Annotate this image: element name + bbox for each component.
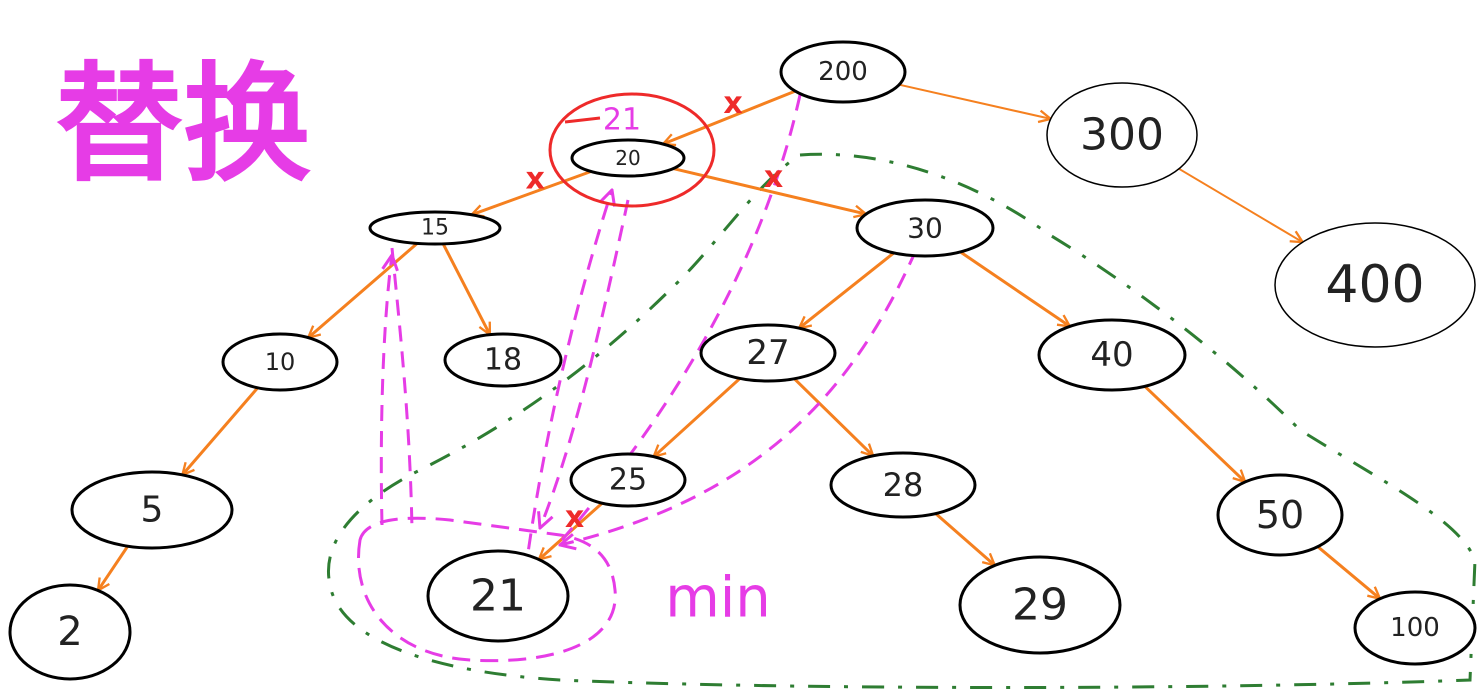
nodes-layer: 200 300 400 20 15 30 10 18 27 40 5 25 28 50 2 21 29 100 — [8, 40, 1477, 681]
search-path-to-15 — [379, 255, 392, 526]
edge-200-300 — [898, 83, 1050, 119]
node-10: 10 — [221, 332, 339, 392]
node-400: 400 — [1274, 222, 1476, 348]
edge-30-40 — [959, 250, 1070, 327]
edge-15-18 — [441, 243, 492, 335]
node-30-label: 30 — [907, 212, 943, 245]
search-path-from-30 — [560, 249, 918, 545]
node-15: 15 — [368, 210, 502, 246]
node-300: 300 — [1046, 82, 1198, 188]
node-50-shape — [1216, 473, 1344, 557]
node-30-shape — [855, 198, 995, 258]
node-10-shape — [221, 332, 339, 392]
node-50: 50 — [1216, 473, 1344, 557]
node-27-label: 27 — [746, 333, 789, 373]
node-400-label: 400 — [1325, 255, 1424, 315]
replace-path-to-20 — [523, 190, 612, 576]
node-200-shape — [779, 40, 907, 104]
edge-27-28 — [793, 377, 873, 456]
cross-mark: x — [526, 162, 545, 197]
edge-20-15 — [472, 170, 592, 215]
cross-mark: x — [764, 160, 783, 195]
edge-30-27 — [799, 251, 895, 328]
node-21-label: 21 — [470, 571, 526, 622]
edge-300-400 — [1178, 167, 1303, 242]
node-2-label: 2 — [57, 609, 82, 655]
node-2: 2 — [8, 583, 132, 681]
cross-mark: x — [565, 500, 584, 535]
min-node-loop — [357, 516, 617, 663]
node-5-shape — [70, 470, 234, 550]
node-21: 21 — [426, 549, 570, 643]
search-path-to-21 — [540, 199, 630, 528]
edge-50-100 — [1316, 545, 1380, 599]
node-28-label: 28 — [883, 466, 924, 504]
node-40: 40 — [1037, 318, 1187, 392]
edge-40-50 — [1143, 385, 1245, 482]
node-50-label: 50 — [1256, 493, 1304, 537]
edge-27-25 — [654, 377, 742, 456]
node-30: 30 — [855, 198, 995, 258]
page-title: 替换 — [55, 51, 311, 200]
node-100: 100 — [1353, 590, 1477, 666]
edge-15-10 — [308, 242, 419, 337]
node-20: 20 — [570, 138, 686, 178]
node-25-label: 25 — [609, 463, 647, 498]
node-10-label: 10 — [265, 348, 296, 376]
node-29-shape — [958, 555, 1122, 655]
node-200: 200 — [779, 40, 907, 104]
min-label: min — [665, 566, 771, 631]
node-29-label: 29 — [1012, 580, 1068, 631]
replacement-value: 21 — [603, 103, 641, 138]
right-subtree-region — [327, 152, 1477, 689]
node-15-shape — [368, 210, 502, 246]
search-path-from-15 — [390, 247, 414, 531]
node-400-shape — [1274, 222, 1476, 348]
node-25: 25 — [569, 452, 687, 508]
replace-arrow — [564, 116, 601, 124]
node-100-shape — [1353, 590, 1477, 666]
node-29: 29 — [958, 555, 1122, 655]
node-300-label: 300 — [1080, 110, 1164, 161]
node-5-label: 5 — [141, 490, 164, 531]
replaced-node-highlight — [548, 92, 716, 208]
node-100-label: 100 — [1390, 613, 1440, 643]
edge-200-20 — [663, 89, 796, 144]
cross-mark: x — [723, 86, 742, 121]
edge-28-29 — [934, 512, 995, 566]
node-21-shape — [426, 549, 570, 643]
node-18-shape — [443, 332, 563, 388]
cross-marks-layer: x x x x — [526, 86, 784, 535]
node-27: 27 — [699, 323, 837, 383]
node-200-label: 200 — [818, 57, 868, 87]
node-27-shape — [699, 323, 837, 383]
node-20-label: 20 — [615, 146, 640, 170]
node-15-label: 15 — [421, 216, 449, 241]
node-40-label: 40 — [1090, 335, 1133, 375]
node-25-shape — [569, 452, 687, 508]
node-28: 28 — [829, 451, 977, 519]
node-18-label: 18 — [484, 343, 522, 378]
node-18: 18 — [443, 332, 563, 388]
node-20-shape — [570, 138, 686, 178]
node-28-shape — [829, 451, 977, 519]
node-5: 5 — [70, 470, 234, 550]
node-40-shape — [1037, 318, 1187, 392]
node-300-shape — [1046, 82, 1198, 188]
edge-10-5 — [182, 386, 259, 475]
edge-5-2 — [98, 545, 129, 590]
node-2-shape — [8, 583, 132, 681]
